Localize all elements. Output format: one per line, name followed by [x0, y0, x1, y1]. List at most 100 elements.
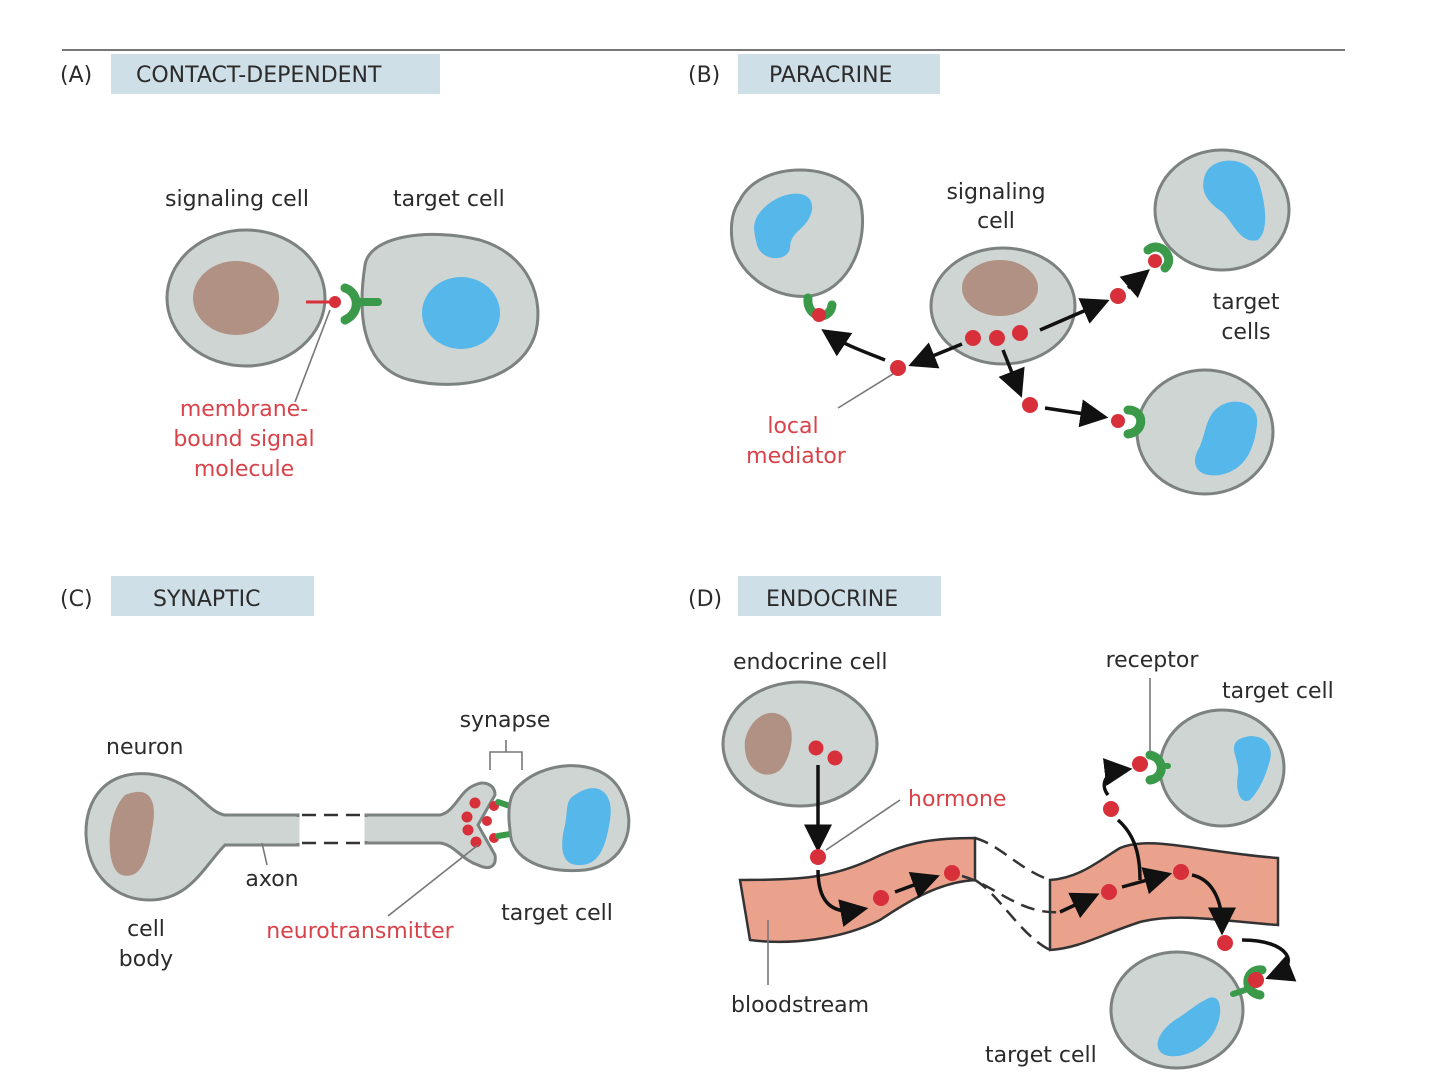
arrow — [1191, 873, 1236, 936]
panel-c-header-bg — [111, 576, 314, 616]
signal-label-2: bound signal — [173, 427, 314, 452]
panel-a: (A) CONTACT-DEPENDENT signaling cell tar… — [60, 54, 540, 482]
synapse-bracket — [489, 740, 523, 770]
arrow — [1059, 892, 1100, 919]
signaling-cell-label-2: cell — [977, 209, 1015, 234]
neurotransmitter-dot — [469, 797, 481, 809]
receptor-icon — [1143, 242, 1174, 273]
target-cell-top-left — [729, 168, 865, 298]
bound-hormone — [1248, 972, 1264, 988]
receptor-icon — [1243, 965, 1267, 1000]
arrow — [1116, 818, 1142, 881]
axon-pointer — [261, 842, 268, 866]
receptor-icon — [495, 799, 513, 809]
target-nucleus — [754, 193, 813, 259]
paracrine-signaling-nucleus — [962, 260, 1038, 316]
cell-body-label-1: cell — [127, 917, 165, 942]
panel-d: (D) ENDOCRINE endocrine cell receptor ta… — [688, 576, 1334, 1070]
panel-c: (C) SYNAPTIC neuron synapse axon cell bo… — [60, 576, 631, 972]
panel-c-letter: (C) — [60, 587, 93, 612]
bound-mediator — [812, 308, 826, 322]
synapse-label: synapse — [460, 708, 551, 733]
hormone-dot — [1173, 864, 1189, 880]
neurotransmitter-dot — [461, 811, 473, 823]
bloodstream-gap — [974, 836, 1051, 882]
hormone-flow-dashed — [961, 874, 1061, 914]
arrow — [998, 349, 1025, 398]
arrow — [821, 329, 886, 362]
signaling-cell-label-1: signaling — [946, 180, 1045, 205]
endocrine-cell — [721, 680, 879, 808]
target-nucleus — [1203, 160, 1266, 241]
hormone-dot — [1103, 801, 1119, 817]
target-cells-label-1: target — [1213, 290, 1280, 315]
hormone-dot — [827, 750, 843, 766]
neurotransmitter-pointer — [387, 844, 479, 917]
hormone-pointer — [825, 799, 901, 851]
panel-a-title: CONTACT-DEPENDENT — [136, 63, 382, 88]
synaptic-target-cell-label: target cell — [501, 901, 613, 926]
mediator-dot — [989, 330, 1005, 346]
target-cells-label-2: cells — [1221, 320, 1270, 345]
panel-d-letter: (D) — [688, 587, 722, 612]
neurotransmitter-dot — [470, 836, 482, 848]
signal-label-3: molecule — [194, 457, 294, 482]
bound-mediator — [1148, 254, 1162, 268]
panel-d-title: ENDOCRINE — [766, 587, 898, 612]
target-cell-label: target cell — [393, 187, 505, 212]
hormone-dot — [873, 890, 889, 906]
hormone-dot — [1101, 884, 1117, 900]
bloodstream-label: bloodstream — [731, 993, 869, 1018]
signaling-cell-label: signaling cell — [165, 187, 309, 212]
arrow — [1102, 758, 1133, 797]
neurotransmitter-label: neurotransmitter — [266, 919, 454, 944]
neuron-nucleus — [109, 791, 154, 876]
target-cell-bottom-label: target cell — [985, 1043, 1097, 1068]
arrow — [1119, 269, 1150, 299]
hormone-dot — [1217, 935, 1233, 951]
receptor-label: receptor — [1106, 648, 1200, 673]
arrow — [1044, 399, 1109, 428]
panel-b-header-bg — [738, 54, 940, 94]
membrane-bound-signal-molecule — [329, 296, 341, 308]
mediator-pointer-line — [837, 373, 894, 409]
endocrine-cell-label: endocrine cell — [733, 650, 887, 675]
target-nucleus — [1157, 997, 1221, 1057]
bound-mediator — [1111, 414, 1125, 428]
neurotransmitter-dot — [462, 824, 474, 836]
arrow — [908, 342, 963, 369]
arrow — [1039, 298, 1110, 332]
local-mediator-label-2: mediator — [746, 444, 847, 469]
target-nucleus — [1233, 736, 1271, 801]
panel-b-title: PARACRINE — [769, 63, 892, 88]
hormone-dot — [808, 740, 824, 756]
signaling-nucleus — [193, 261, 279, 335]
neuron-label: neuron — [106, 735, 183, 760]
target-nucleus — [1194, 401, 1258, 476]
signal-label-1: membrane- — [180, 397, 308, 422]
endocrine-target-cell-bottom — [1109, 950, 1245, 1070]
target-nucleus — [562, 788, 611, 866]
neurotransmitter-dot — [482, 816, 492, 826]
bloodstream-gap — [974, 878, 1051, 952]
target-cell-top-label: target cell — [1222, 679, 1334, 704]
arrow — [1121, 867, 1173, 895]
axon-label: axon — [245, 867, 298, 892]
panel-a-header-bg — [111, 54, 440, 94]
panel-c-title: SYNAPTIC — [153, 587, 260, 612]
cell-body-label-2: body — [119, 947, 173, 972]
mediator-dot — [1012, 325, 1028, 341]
arrow — [894, 871, 940, 899]
arrow — [816, 869, 869, 927]
target-nucleus — [422, 277, 500, 349]
local-mediator-dot — [1110, 288, 1126, 304]
local-mediator-dot — [1022, 397, 1038, 413]
receptor-icon — [495, 831, 513, 839]
axon-terminal — [364, 781, 497, 869]
bound-hormone — [1132, 756, 1148, 772]
signal-pointer-line — [294, 309, 331, 403]
panel-a-letter: (A) — [60, 63, 92, 88]
panel-d-header-bg — [738, 576, 941, 616]
hormone-dot — [810, 849, 826, 865]
